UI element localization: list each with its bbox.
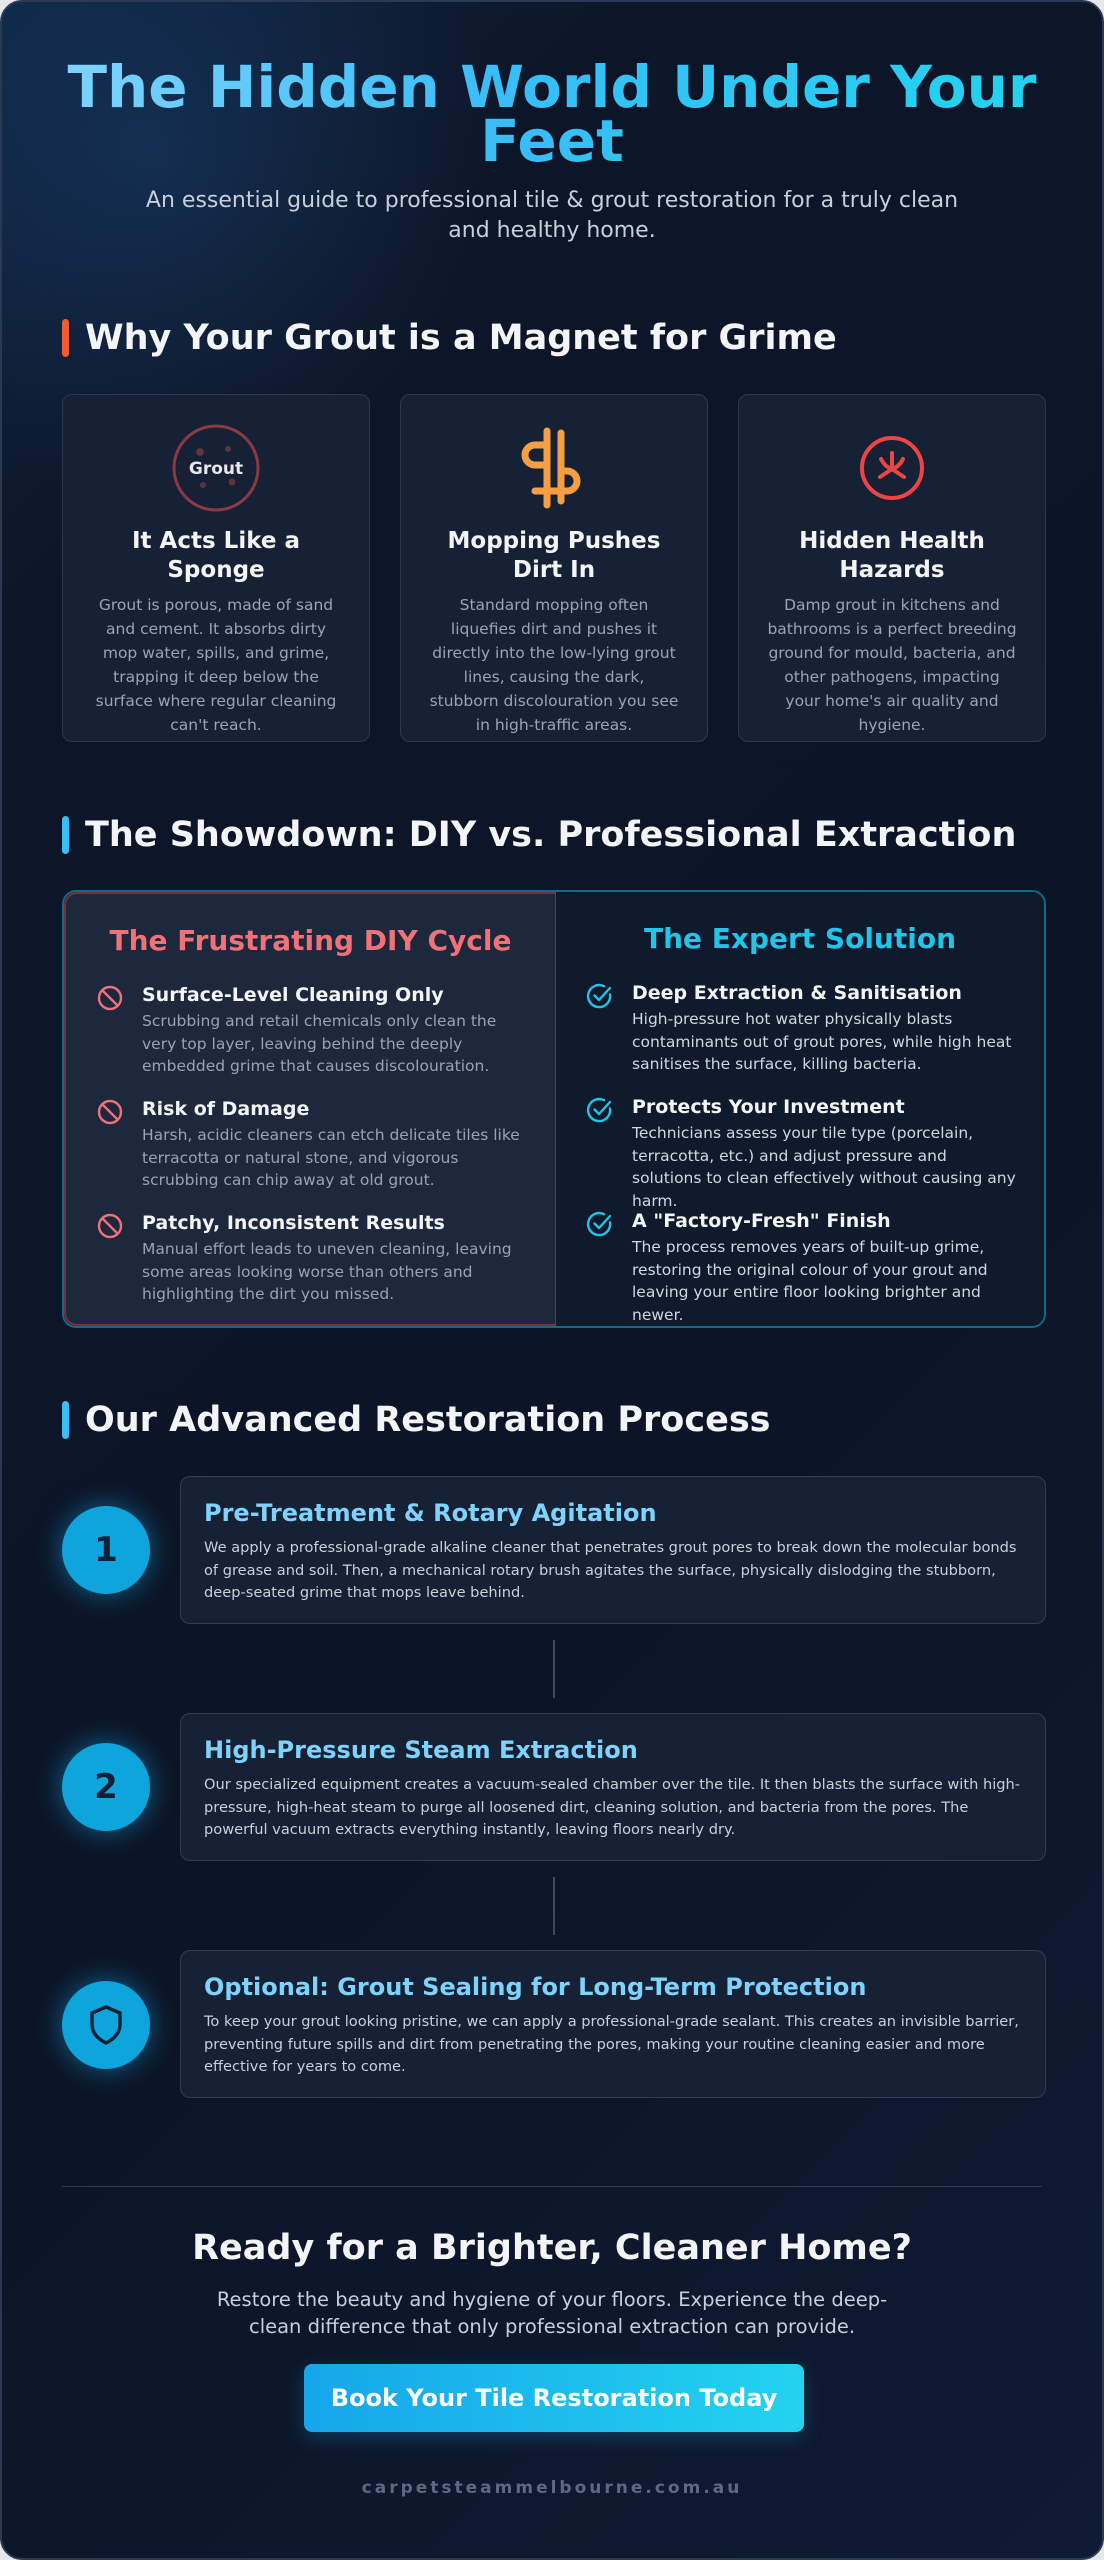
step-card-2: High-Pressure Steam Extraction Our speci… [180, 1713, 1046, 1861]
expert-item-title: Deep Extraction & Sanitisation [632, 982, 962, 1004]
mop-icon [401, 423, 707, 513]
step-text: We apply a professional-grade alkaline c… [204, 1539, 1017, 1601]
diy-item-text: Manual effort leads to uneven cleaning, … [142, 1240, 512, 1303]
expert-item-title: A "Factory-Fresh" Finish [632, 1210, 891, 1232]
grout-icon-label: Grout [189, 459, 243, 479]
card-title: Mopping Pushes Dirt In [447, 528, 661, 583]
cta-text: Restore the beauty and hygiene of your f… [216, 2288, 888, 2338]
card-text: Grout is porous, made of sand and cement… [95, 596, 337, 734]
section-heading-showdown: The Showdown: DIY vs. Professional Extra… [62, 815, 1016, 855]
expert-item-text: High-pressure hot water physically blast… [632, 1010, 1012, 1073]
section-accent-bar [62, 1401, 69, 1439]
step-title: Pre-Treatment & Rotary Agitation [204, 1499, 657, 1527]
section-heading-why: Why Your Grout is a Magnet for Grime [62, 318, 837, 358]
diy-column: The Frustrating DIY Cycle Surface-Level … [64, 892, 555, 1326]
step-title: Optional: Grout Sealing for Long-Term Pr… [204, 1973, 867, 2001]
section-accent-bar [62, 816, 69, 854]
diy-title: The Frustrating DIY Cycle [109, 924, 512, 957]
check-circle-icon [586, 983, 612, 1009]
section-title: The Showdown: DIY vs. Professional Extra… [85, 815, 1017, 855]
prohibited-icon [97, 1099, 123, 1125]
card-text: Standard mopping often liquefies dirt an… [429, 596, 679, 734]
grout-sponge-icon: Grout [63, 423, 369, 513]
card-health: Hidden Health Hazards Damp grout in kitc… [738, 394, 1046, 742]
step-3-badge [62, 1981, 150, 2069]
check-circle-icon [586, 1211, 612, 1237]
step-card-1: Pre-Treatment & Rotary Agitation We appl… [180, 1476, 1046, 1624]
expert-column: The Expert Solution Deep Extraction & Sa… [555, 892, 1044, 1326]
card-title: It Acts Like a Sponge [131, 528, 301, 583]
prohibited-icon [97, 1213, 123, 1239]
page-title: The Hidden World Under Your Feet [62, 58, 1042, 170]
book-restoration-button[interactable]: Book Your Tile Restoration Today [304, 2364, 804, 2432]
diy-item-text: Harsh, acidic cleaners can etch delicate… [142, 1126, 520, 1189]
step-text: Our specialized equipment creates a vacu… [204, 1776, 1021, 1838]
diy-item-title: Patchy, Inconsistent Results [142, 1212, 445, 1234]
card-text: Damp grout in kitchens and bathrooms is … [767, 596, 1017, 734]
expert-title: The Expert Solution [643, 922, 957, 955]
diy-item-title: Surface-Level Cleaning Only [142, 984, 444, 1006]
card-sponge: Grout It Acts Like a Sponge Grout is por… [62, 394, 370, 742]
section-accent-bar [62, 319, 69, 357]
check-circle-icon [586, 1097, 612, 1123]
diy-item-text: Scrubbing and retail chemicals only clea… [142, 1012, 497, 1075]
footer-url[interactable]: carpetsteammelbourne.com.au [361, 2478, 743, 2498]
section-title: Our Advanced Restoration Process [85, 1400, 771, 1440]
expert-item-text: Technicians assess your tile type (porce… [632, 1124, 1016, 1210]
section-heading-process: Our Advanced Restoration Process [62, 1400, 771, 1440]
diy-item-title: Risk of Damage [142, 1098, 310, 1120]
biohazard-icon [739, 423, 1045, 513]
section-divider [62, 2186, 1042, 2187]
expert-item-text: The process removes years of built-up gr… [632, 1238, 988, 1324]
step-text: To keep your grout looking pristine, we … [204, 2013, 1019, 2075]
step-2-badge: 2 [62, 1743, 150, 1831]
step-connector [553, 1877, 555, 1935]
card-mopping: Mopping Pushes Dirt In Standard mopping … [400, 394, 708, 742]
page-subtitle: An essential guide to professional tile … [145, 188, 959, 243]
expert-item-title: Protects Your Investment [632, 1096, 905, 1118]
step-title: High-Pressure Steam Extraction [204, 1736, 638, 1764]
step-card-3: Optional: Grout Sealing for Long-Term Pr… [180, 1950, 1046, 2098]
step-1-badge: 1 [62, 1506, 150, 1594]
comparison-panel: The Frustrating DIY Cycle Surface-Level … [62, 890, 1046, 1328]
cta-title: Ready for a Brighter, Cleaner Home? [192, 2228, 912, 2268]
shield-icon [90, 2005, 122, 2045]
prohibited-icon [97, 985, 123, 1011]
section-title: Why Your Grout is a Magnet for Grime [85, 318, 837, 358]
step-connector [553, 1640, 555, 1698]
card-title: Hidden Health Hazards [799, 528, 985, 583]
